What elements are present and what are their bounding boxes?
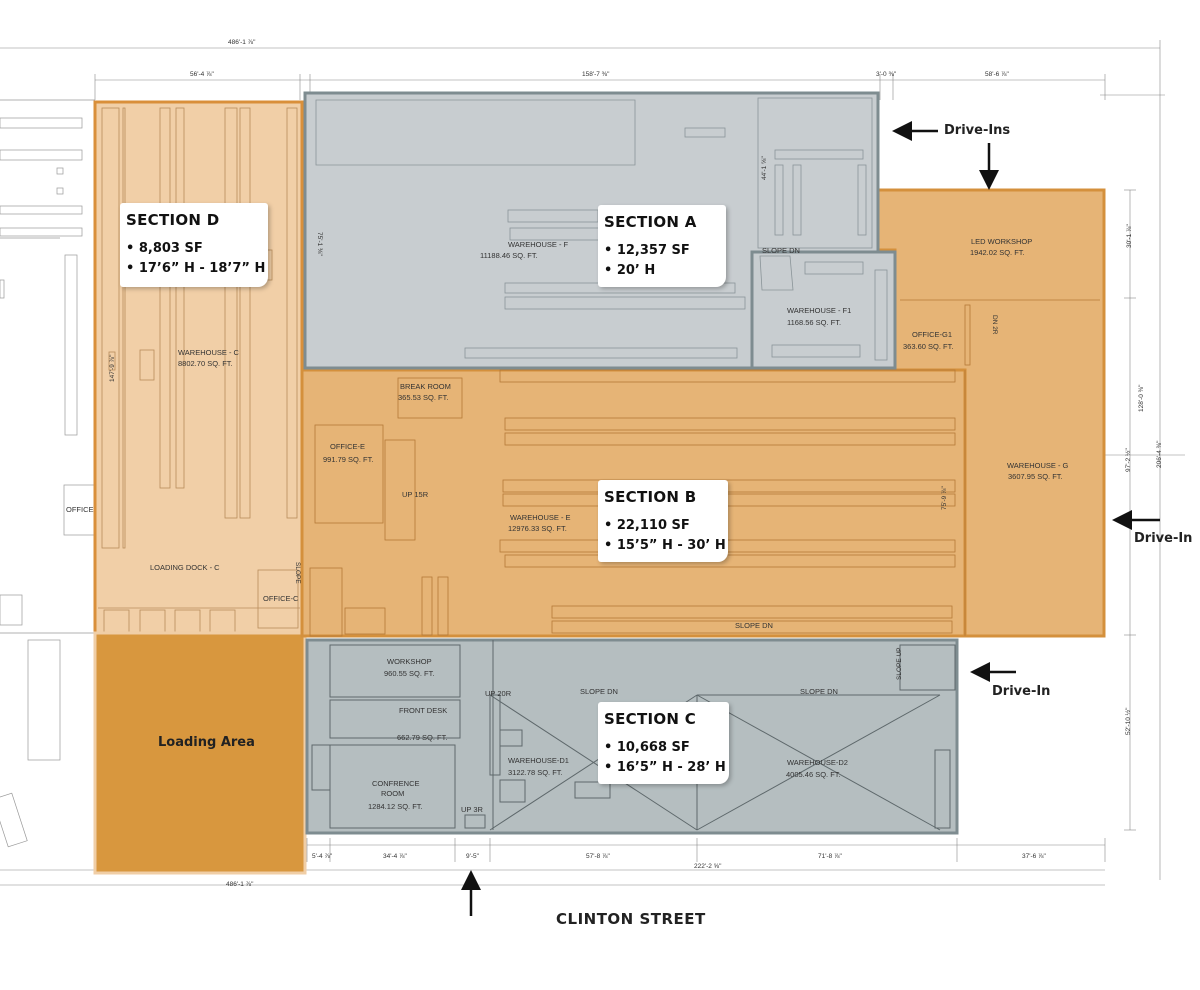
section-d-area <box>93 100 304 635</box>
section-d-racks <box>98 107 300 666</box>
section-b-height-text: • 15’5” H - 30’ H <box>604 538 726 553</box>
dim-top-4: 58'-6 ⅞" <box>985 71 1009 78</box>
section-c-callout: SECTION C • 10,668 SF • 16’5” H - 28’ H <box>598 702 729 784</box>
room-conf-2: ROOM <box>381 789 404 798</box>
dim-right-3: 97'-2 ½" <box>1124 448 1132 472</box>
room-conf-1: CONFRENCE <box>372 779 420 788</box>
room-workshop-sf: 960.55 SQ. FT. <box>384 669 434 678</box>
dim-bot-4: 57'-8 ⅞" <box>586 853 610 860</box>
dim-top-3: 3'-0 ⅜" <box>876 71 897 78</box>
section-d-callout: SECTION D • 8,803 SF • 17’6” H - 18’7” H <box>120 203 268 287</box>
dim-bot-2: 34'-4 ⅞" <box>383 853 407 860</box>
section-d-height-text: • 17’6” H - 18’7” H <box>126 261 266 276</box>
section-d-title: SECTION D <box>126 211 220 229</box>
section-b-area-text: • 22,110 SF <box>604 518 690 533</box>
room-office-e: OFFICE-E <box>330 442 365 451</box>
arrows <box>461 121 1160 916</box>
room-warehouse-d1-sf: 3122.78 SQ. FT. <box>508 768 563 777</box>
room-warehouse-c-sf: 8802.70 SQ. FT. <box>178 359 233 368</box>
room-warehouse-g-sf: 3607.95 SQ. FT. <box>1008 472 1063 481</box>
section-c-area-text: • 10,668 SF <box>604 740 690 755</box>
neighbor-building <box>0 99 95 848</box>
dim-right-2: 128'-0 ⅜" <box>1138 384 1145 412</box>
section-c-height-text: • 16’5” H - 28’ H <box>604 760 726 775</box>
label-up-15r: UP 15R <box>402 490 429 499</box>
dim-right-4: 206'-4 ⅜" <box>1156 440 1163 468</box>
label-slope-dn-c1: SLOPE DN <box>580 687 618 696</box>
street-label: CLINTON STREET <box>556 910 706 928</box>
dim-right-5: 52'-10 ½" <box>1124 707 1132 735</box>
label-slope-up: SLOPE UP <box>896 647 903 680</box>
dim-top-1: 56'-4 ⅞" <box>190 71 214 78</box>
drive-in-east-label: Drive-In <box>1134 531 1193 546</box>
dim-right-1: 30'-1 ⅞" <box>1126 224 1133 248</box>
room-warehouse-g: WAREHOUSE - G <box>1007 461 1069 470</box>
room-loading-dock-c: LOADING DOCK - C <box>150 563 220 572</box>
room-front-desk-sf: 662.79 SQ. FT. <box>397 733 447 742</box>
top-dimensions <box>0 40 1185 886</box>
room-warehouse-e: WAREHOUSE - E <box>510 513 571 522</box>
drive-ins-label: Drive-Ins <box>944 123 1011 138</box>
section-a-area-text: • 12,357 SF <box>604 243 690 258</box>
dim-a-height: 44'-1 ⅝" <box>761 156 768 180</box>
loading-area <box>93 631 307 875</box>
section-c-rooms <box>311 640 956 831</box>
dim-bot-3: 9'-5" <box>466 853 480 860</box>
section-b-title: SECTION B <box>604 488 697 506</box>
room-office-b: OFFICE-B <box>66 505 101 514</box>
room-warehouse-d2: WAREHOUSE-D2 <box>787 758 848 767</box>
room-warehouse-c: WAREHOUSE - C <box>178 348 240 357</box>
label-slope: SLOPE <box>294 562 301 584</box>
label-slope-dn-b: SLOPE DN <box>735 621 773 630</box>
label-up-20r: UP 20R <box>485 689 512 698</box>
room-office-c: OFFICE-C <box>263 594 299 603</box>
dim-top-2: 158'-7 ⅜" <box>582 71 610 78</box>
room-workshop: WORKSHOP <box>387 657 432 666</box>
room-break-room-sf: 365.53 SQ. FT. <box>398 393 448 402</box>
section-b-racks <box>309 299 1100 637</box>
loading-area-label: Loading Area <box>158 735 255 750</box>
room-warehouse-d2-sf: 4005.46 SQ. FT. <box>786 770 841 779</box>
dim-d-width: 147'-9 ⅞" <box>109 354 116 382</box>
room-warehouse-d1: WAREHOUSE-D1 <box>508 756 569 765</box>
dim-g-width: 75'-9 ⅞" <box>941 486 948 510</box>
dim-bot-5: 71'-8 ⅞" <box>818 853 842 860</box>
room-warehouse-f-sf: 11188.46 SQ. FT. <box>480 251 538 260</box>
room-warehouse-f: WAREHOUSE - F <box>508 240 569 249</box>
room-office-e-sf: 991.79 SQ. FT. <box>323 455 373 464</box>
label-dn-2r: DN 2R <box>991 315 998 335</box>
dim-bot-6: 37'-6 ⅞" <box>1022 853 1046 860</box>
dim-bot-total: 222'-2 ⅝" <box>694 863 722 870</box>
section-c-title: SECTION C <box>604 710 697 728</box>
section-a-f1-area <box>750 250 897 370</box>
dim-bot-1: 5'-4 ⅞" <box>312 853 333 860</box>
room-led-workshop-sf: 1942.02 SQ. FT. <box>970 248 1025 257</box>
room-warehouse-f1-sf: 1168.56 SQ. FT. <box>787 318 841 327</box>
section-a-height-text: • 20’ H <box>604 263 656 278</box>
dim-overall-bottom: 486'-1 ⅞" <box>226 881 254 888</box>
room-office-g1-sf: 363.60 SQ. FT. <box>903 342 953 351</box>
section-a-callout: SECTION A • 12,357 SF • 20’ H <box>598 205 726 287</box>
room-conf-sf: 1284.12 SQ. FT. <box>368 802 423 811</box>
room-led-workshop: LED WORKSHOP <box>971 237 1032 246</box>
label-slope-dn-a: SLOPE DN <box>762 246 800 255</box>
bottom-dimensions <box>306 838 1106 862</box>
drive-in-south-label: Drive-In <box>992 684 1051 699</box>
room-warehouse-e-sf: 12976.33 SQ. FT. <box>508 524 567 533</box>
section-b-callout: SECTION B • 22,110 SF • 15’5” H - 30’ H <box>598 480 728 562</box>
room-front-desk: FRONT DESK <box>399 706 447 715</box>
section-d-area-text: • 8,803 SF <box>126 241 203 256</box>
dim-overall-top: 486'-1 ⅞" <box>228 39 256 46</box>
label-slope-dn-c2: SLOPE DN <box>800 687 838 696</box>
room-break-room: BREAK ROOM <box>400 382 451 391</box>
label-up-3r: UP 3R <box>461 805 484 814</box>
room-warehouse-f1: WAREHOUSE - F1 <box>787 306 851 315</box>
room-office-g1: OFFICE-G1 <box>912 330 952 339</box>
dim-a-width: 75'-1 ⅜" <box>316 232 323 256</box>
section-a-title: SECTION A <box>604 213 697 231</box>
